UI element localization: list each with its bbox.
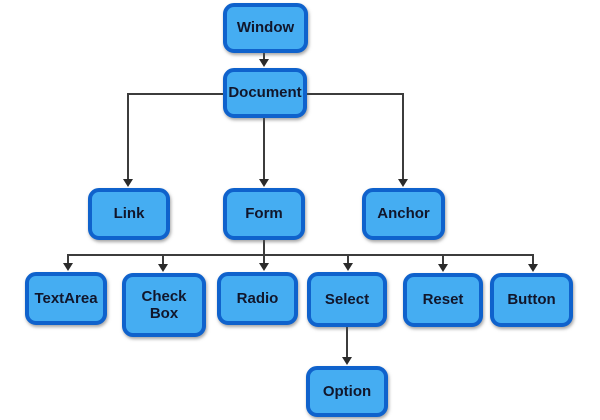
arrow-down-icon xyxy=(123,179,133,187)
node-document: Document xyxy=(223,68,307,118)
arrow-down-icon xyxy=(259,263,269,271)
arrow-down-icon xyxy=(259,179,269,187)
arrow-down-icon xyxy=(63,263,73,271)
arrow-down-icon xyxy=(528,264,538,272)
node-link: Link xyxy=(88,188,170,240)
node-window: Window xyxy=(223,3,308,53)
node-form: Form xyxy=(223,188,305,240)
edge-form-children-bus xyxy=(68,254,534,256)
arrow-down-icon xyxy=(342,357,352,365)
arrow-down-icon xyxy=(398,179,408,187)
edge-window-document-line xyxy=(263,53,265,63)
edge-document-anchor-line xyxy=(402,93,404,181)
node-textarea: TextArea xyxy=(25,272,107,325)
edge-form-reset-line xyxy=(442,254,444,265)
edge-form-textarea-line xyxy=(67,254,69,265)
edge-form-select-line xyxy=(347,254,349,265)
arrow-down-icon xyxy=(158,264,168,272)
node-button: Button xyxy=(490,273,573,327)
edge-form-radio-line xyxy=(263,254,265,265)
node-checkbox: Check Box xyxy=(122,273,206,337)
node-anchor: Anchor xyxy=(362,188,445,240)
edge-document-form-line xyxy=(263,118,265,181)
edge-select-option-line xyxy=(346,327,348,359)
edge-form-children-drop xyxy=(263,240,265,256)
edge-form-button-line xyxy=(532,254,534,265)
edge-document-link-line xyxy=(127,93,129,181)
node-radio: Radio xyxy=(217,272,298,325)
arrow-down-icon xyxy=(259,59,269,67)
arrow-down-icon xyxy=(343,263,353,271)
node-option: Option xyxy=(306,366,388,417)
arrow-down-icon xyxy=(438,264,448,272)
node-select: Select xyxy=(307,272,387,327)
edge-form-checkbox-line xyxy=(162,254,164,265)
node-reset: Reset xyxy=(403,273,483,327)
